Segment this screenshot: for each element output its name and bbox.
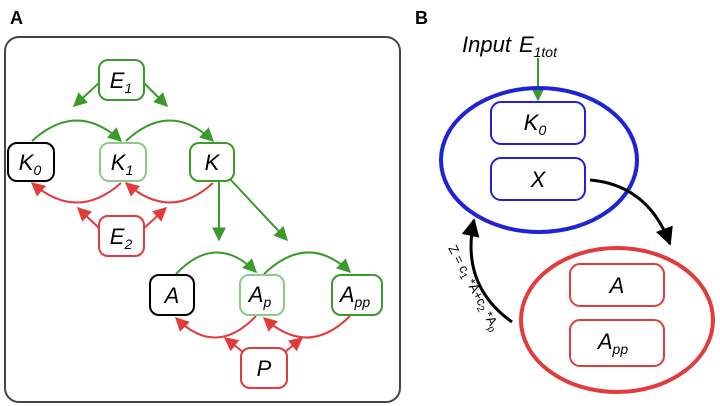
- arrow-k1-to-k0: [30, 182, 122, 204]
- svg-text:K1: K1: [111, 150, 133, 178]
- node-ap-subscript: p: [262, 294, 271, 310]
- z-formula-part3: *A: [479, 306, 501, 329]
- svg-text:App: App: [596, 329, 628, 357]
- node-e1-label: E: [110, 68, 125, 93]
- node-k1-label: K: [111, 150, 127, 175]
- panel-a-letter: A: [10, 8, 23, 28]
- input-e-label: E: [519, 32, 534, 57]
- node-b-a-label: A: [608, 273, 625, 298]
- node-e2: E2: [98, 215, 145, 257]
- node-b-k0: K0: [490, 101, 586, 145]
- arrow-k1-to-k: [125, 119, 215, 142]
- output-arrow: [589, 178, 673, 246]
- node-b-x-label: X: [530, 167, 547, 192]
- arrow-e1-to-k0k1: [72, 81, 101, 107]
- node-k0-label: K: [19, 150, 35, 175]
- svg-text:K0: K0: [524, 110, 547, 138]
- node-p: P: [240, 347, 288, 389]
- node-k1-subscript: 1: [125, 162, 133, 178]
- node-b-app: App: [569, 319, 665, 367]
- downstream-module: [519, 246, 715, 394]
- arrow-k-to-ap-app: [228, 177, 288, 242]
- arrow-e1-to-k1k: [142, 81, 168, 107]
- arrow-a-to-ap: [175, 251, 257, 275]
- arrow-p-to-ap-app: [284, 337, 304, 353]
- node-e1-subscript: 1: [124, 80, 132, 96]
- input-text-word: Input: [462, 32, 512, 57]
- node-k0: K0: [7, 142, 55, 182]
- node-app: App: [331, 274, 383, 316]
- arrow-app-to-ap: [262, 315, 351, 339]
- node-b-a: A: [569, 263, 665, 307]
- z-formula-sub3: p: [485, 324, 498, 334]
- arrow-e2-to-k1k: [141, 207, 168, 231]
- node-ap: Ap: [239, 274, 285, 316]
- node-k1: K1: [99, 142, 147, 182]
- upstream-module: [439, 86, 639, 234]
- z-formula-sub1: 1: [456, 271, 469, 281]
- svg-text:App: App: [338, 282, 370, 310]
- arrow-p-to-a-ap: [223, 337, 244, 353]
- svg-text:E1: E1: [110, 68, 132, 96]
- z-formula-part2: *A+c: [462, 273, 490, 308]
- arrow-ap-to-a: [175, 315, 257, 339]
- node-p-label: P: [257, 356, 272, 381]
- node-a: A: [149, 274, 195, 316]
- node-k-label: K: [205, 150, 221, 175]
- node-a-label: A: [163, 283, 180, 308]
- svg-text:Ap: Ap: [247, 282, 272, 310]
- feedback-arrow: [461, 218, 513, 324]
- input-e-subscript: 1tot: [534, 44, 558, 60]
- node-ap-label: A: [247, 282, 264, 307]
- node-k0-subscript: 0: [33, 162, 41, 178]
- svg-text:K0: K0: [19, 150, 42, 178]
- node-e1: E1: [98, 59, 145, 101]
- node-app-subscript: pp: [354, 294, 371, 310]
- input-text: Input E1tot: [462, 32, 558, 60]
- node-b-x: X: [490, 157, 586, 201]
- deactivation-arrows: [30, 182, 351, 353]
- arrow-e2-to-k0k1: [76, 207, 102, 231]
- node-b-app-label: A: [596, 329, 613, 354]
- activation-arrows: [31, 81, 352, 275]
- z-formula-sub2: 2: [474, 304, 487, 314]
- arrow-ap-to-app: [263, 251, 352, 275]
- node-b-app-subscript: pp: [612, 341, 629, 357]
- arrow-k-to-k1: [124, 182, 214, 204]
- node-k: K: [189, 142, 235, 182]
- panel-a-frame: [4, 36, 401, 403]
- node-e2-label: E: [110, 224, 125, 249]
- node-b-k0-subscript: 0: [538, 122, 546, 138]
- arrow-k0-to-k1: [31, 119, 123, 142]
- node-b-k0-label: K: [524, 110, 540, 135]
- panel-b-letter: B: [415, 8, 428, 28]
- node-e2-subscript: 2: [123, 236, 132, 252]
- node-app-label: A: [338, 282, 355, 307]
- svg-text:E2: E2: [110, 224, 133, 252]
- z-formula-part1: Z = c: [445, 242, 472, 275]
